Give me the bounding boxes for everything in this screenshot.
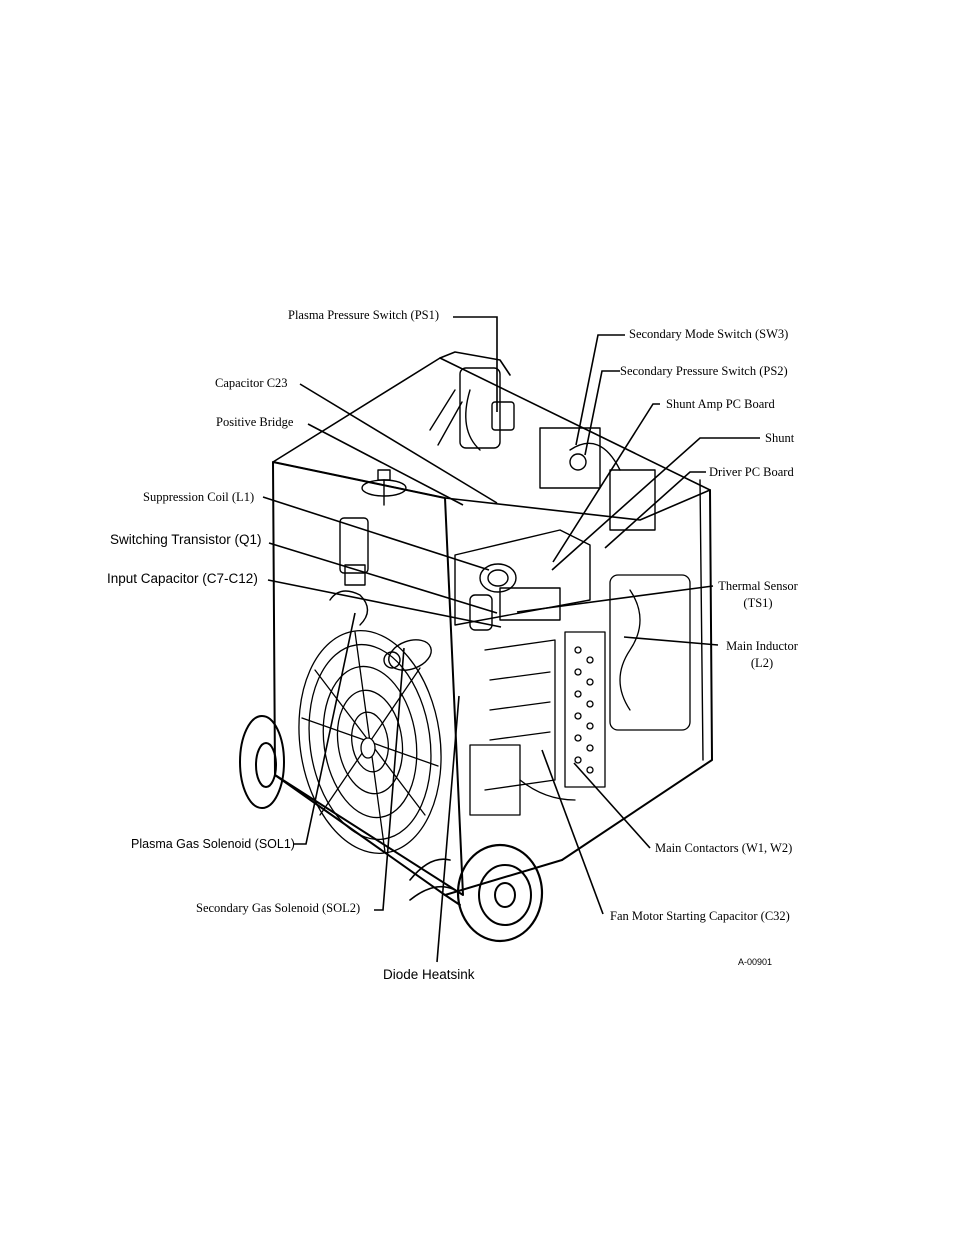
base-frame [274,774,563,896]
label-positive-bridge: Positive Bridge [216,415,294,429]
left-wheel [239,715,285,809]
top-components [361,367,656,531]
leader-secondary-mode-switch [575,334,625,446]
fan-guard [298,630,442,854]
handle [409,858,456,901]
label-switching-transistor: Switching Transistor (Q1) [110,532,262,547]
label-main-inductor-line2: (L2) [750,656,774,670]
front-wheel [456,843,544,943]
leader-shunt-amp-pc-board [552,403,660,563]
label-figure-id: A-00901 [738,954,772,968]
leader-driver-pc-board [604,471,706,549]
leader-shunt [551,437,760,571]
label-driver-pc-board: Driver PC Board [709,465,794,479]
leader-lines [262,316,760,963]
label-diode-heatsink: Diode Heatsink [383,967,475,982]
leader-fan-motor-starting-capacitor [541,749,604,915]
leader-capacitor-c23 [299,383,498,504]
leader-plasma-gas-solenoid [293,612,356,845]
label-main-contactors: Main Contactors (W1, W2) [655,841,793,855]
label-thermal-sensor-line2: (TS1) [743,596,773,610]
leader-main-contactors [573,762,651,849]
leader-secondary-pressure-switch [584,370,620,456]
label-thermal-sensor-line1: Thermal Sensor [718,579,798,593]
inductor-contactors [469,574,691,816]
label-plasma-pressure-switch: Plasma Pressure Switch (PS1) [288,308,440,322]
leader-plasma-pressure-switch [453,316,498,412]
leader-diode-heatsink [436,695,460,963]
leader-switching-transistor [268,542,498,614]
label-shunt-amp-pc-board: Shunt Amp PC Board [666,397,775,411]
label-secondary-gas-solenoid: Secondary Gas Solenoid (SOL2) [196,901,361,915]
leader-main-inductor [623,636,719,646]
figure-id-text: A-00901 [738,957,773,967]
label-main-inductor: Main Inductor (L2) [718,638,806,672]
leader-input-capacitor [267,579,502,628]
cabinet-top [272,357,711,521]
label-secondary-pressure-switch: Secondary Pressure Switch (PS2) [620,364,788,378]
leader-suppression-coil [262,496,490,571]
leader-secondary-gas-solenoid [374,647,405,911]
label-thermal-sensor: Thermal Sensor (TS1) [713,578,803,612]
label-main-inductor-line1: Main Inductor [726,639,798,653]
label-suppression-coil: Suppression Coil (L1) [143,490,255,504]
label-capacitor-c23: Capacitor C23 [215,376,288,390]
internal-components [329,517,591,671]
label-input-capacitor: Input Capacitor (C7-C12) [107,571,258,586]
label-shunt: Shunt [765,431,795,445]
leader-thermal-sensor [516,585,714,613]
label-plasma-gas-solenoid: Plasma Gas Solenoid (SOL1) [131,837,295,851]
right-frame [561,489,713,861]
label-secondary-mode-switch: Secondary Mode Switch (SW3) [629,327,789,341]
leader-positive-bridge [307,423,464,506]
label-fan-motor-starting-capacitor: Fan Motor Starting Capacitor (C32) [610,909,790,923]
